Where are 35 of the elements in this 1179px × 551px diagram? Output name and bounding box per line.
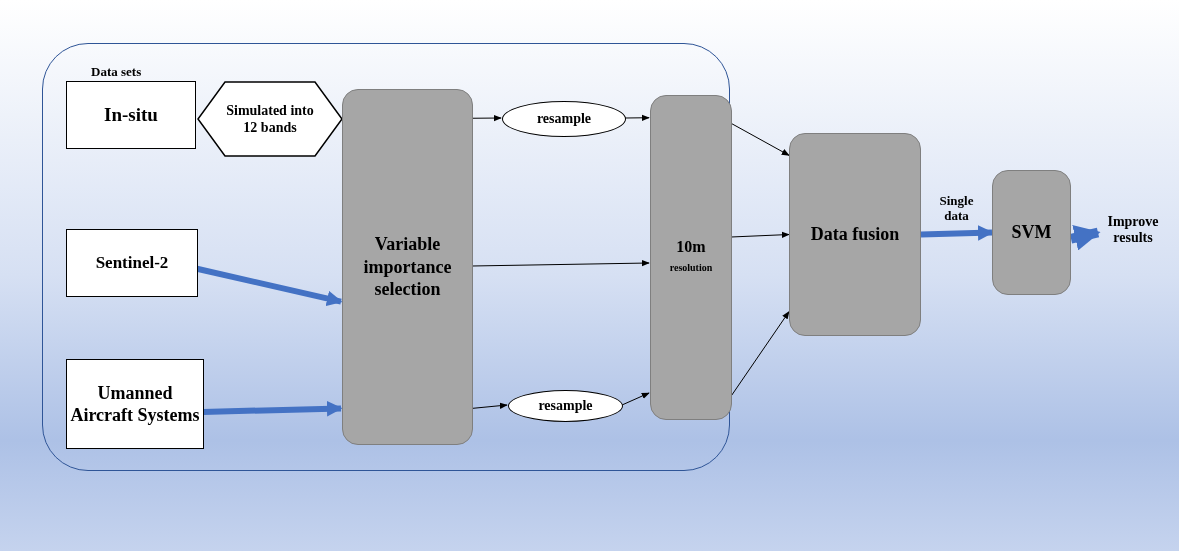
arrow (730, 311, 790, 397)
node-sublabel: resolution (669, 260, 713, 275)
node-label: Umanned Aircraft Systems (69, 381, 201, 427)
edge-label: Single data (938, 192, 975, 223)
process-box (650, 95, 732, 420)
node-label: resample (538, 397, 593, 415)
node-label: resample (536, 110, 592, 128)
node-label: Variable importance selection (362, 233, 453, 301)
arrow (621, 392, 650, 406)
node-label: Improve results (1106, 214, 1160, 246)
data-source-box (66, 81, 196, 149)
data-source-box (66, 359, 204, 449)
group-heading: Data sets (91, 64, 142, 80)
node-label: 10m (676, 236, 706, 257)
data-source-box (66, 229, 198, 297)
process-box (789, 133, 921, 336)
node-label: SVM (1011, 221, 1052, 244)
arrow (730, 122, 790, 156)
arrow (730, 231, 790, 238)
process-box (992, 170, 1071, 295)
node-label: Simulated into 12 bands (225, 101, 315, 137)
group-container (42, 43, 730, 471)
arrow (471, 259, 650, 267)
arrow (471, 114, 502, 122)
arrow (624, 114, 650, 121)
node-label: Sentinel-2 (95, 252, 169, 274)
process-box (342, 89, 473, 445)
hexagon-shape (197, 81, 343, 157)
arrow (471, 402, 508, 409)
thick-arrow (1069, 225, 1101, 251)
node-label: Data fusion (810, 223, 900, 246)
node-label: In-situ (104, 103, 158, 127)
thick-arrow (920, 225, 994, 241)
thick-arrow (202, 400, 343, 417)
thick-arrow (196, 265, 343, 307)
